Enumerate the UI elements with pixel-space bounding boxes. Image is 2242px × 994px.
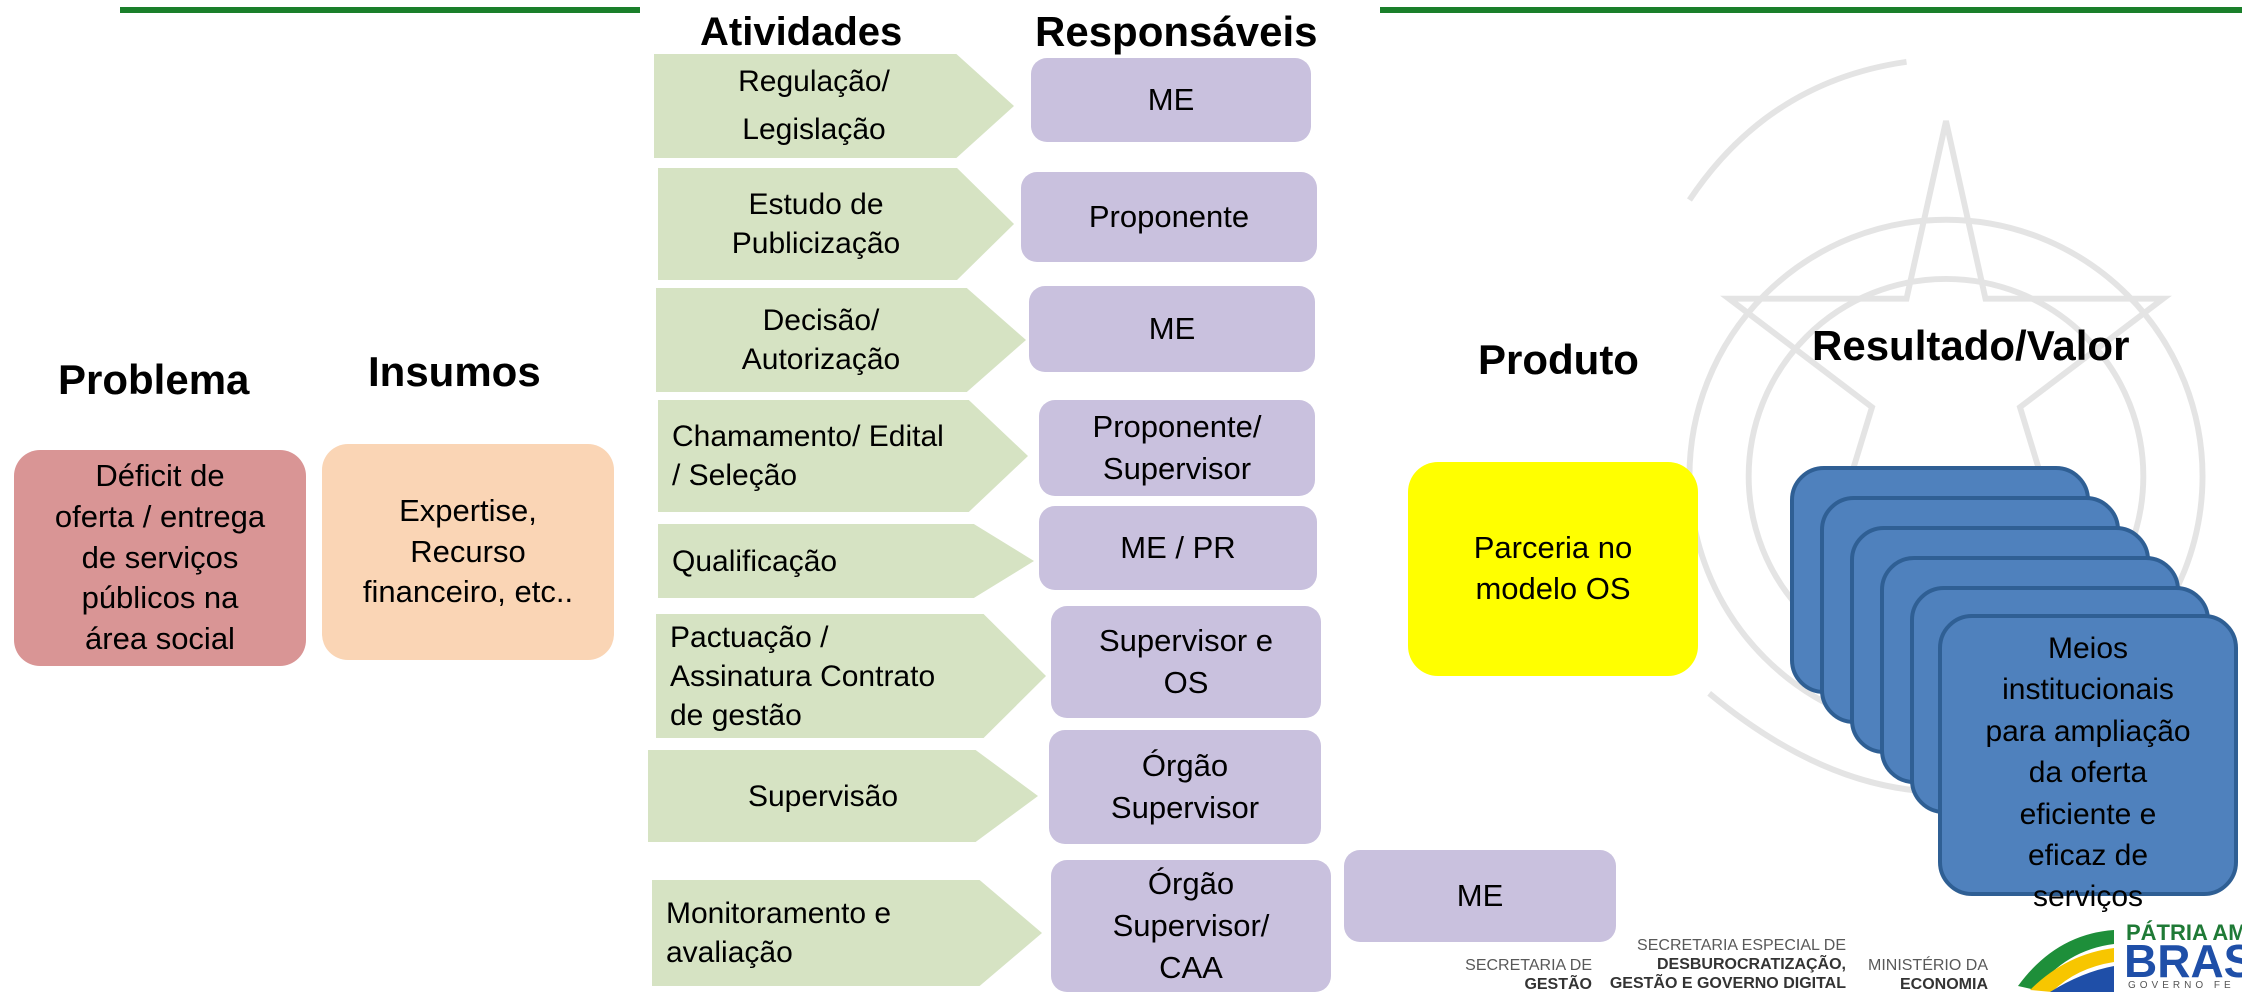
atividade-arrow: Qualificação <box>658 524 1034 598</box>
atividade-label: Pactuação / Assinatura Contrato de gestã… <box>670 620 936 732</box>
atividade-label: Supervisão <box>747 779 899 813</box>
footer-secretaria-gestao: SECRETARIA DE GESTÃO <box>1462 956 1592 994</box>
responsavel-label: ME <box>1147 81 1195 117</box>
extra-responsavel-label: ME <box>1456 877 1504 913</box>
responsavel-box: Proponente/ Supervisor <box>1039 400 1315 496</box>
footer-line: MINISTÉRIO DA <box>1867 957 1988 974</box>
footer-line: DESBUROCRATIZAÇÃO, <box>1656 956 1846 974</box>
responsavel-label: Proponente <box>1088 198 1250 234</box>
atividade-arrow: Estudo de Publicização <box>658 168 1014 280</box>
footer-line: ECONOMIA <box>1900 976 1988 994</box>
produto-text: Parceria no modelo OS <box>1473 530 1633 606</box>
heading-atividades: Atividades <box>700 10 903 54</box>
footer-ministerio: MINISTÉRIO DA ECONOMIA <box>1858 956 1988 994</box>
footer-line: GESTÃO E GOVERNO DIGITAL <box>1609 975 1846 993</box>
heading-resultado: Resultado/Valor <box>1812 322 2130 369</box>
footer-line: SECRETARIA DE <box>1465 957 1592 974</box>
responsavel-label: ME <box>1148 310 1196 346</box>
produto-box: Parceria no modelo OS <box>1408 462 1698 676</box>
heading-problema: Problema <box>58 356 250 403</box>
responsavel-box: Órgão Supervisor <box>1049 730 1321 844</box>
footer-line: GESTÃO <box>1524 976 1592 994</box>
responsavel-label: Órgão Supervisor/ CAA <box>1112 865 1270 986</box>
atividade-label: Monitoramento e avaliação <box>666 897 892 969</box>
responsavel-box: Supervisor e OS <box>1051 606 1321 718</box>
atividade-label: Decisão/ Autorização <box>741 304 901 376</box>
extra-responsavel-box: ME <box>1344 850 1616 942</box>
responsavel-box: ME / PR <box>1039 506 1317 590</box>
atividade-label: Estudo de Publicização <box>731 188 901 260</box>
atividade-arrow: Pactuação / Assinatura Contrato de gestã… <box>656 614 1046 738</box>
heading-responsaveis: Responsáveis <box>1035 8 1318 55</box>
logo-line1: PÁTRIA AM <box>2126 920 2242 945</box>
insumos-text: Expertise, Recurso financeiro, etc.. <box>362 492 574 610</box>
responsavel-label: ME / PR <box>1120 529 1236 565</box>
heading-produto: Produto <box>1478 336 1639 383</box>
responsavel-box: Órgão Supervisor/ CAA <box>1051 860 1331 992</box>
responsavel-label: Proponente/ Supervisor <box>1092 408 1262 486</box>
atividade-arrow: Decisão/ Autorização <box>656 288 1026 392</box>
resultado-card: Meios institucionais para ampliação da o… <box>1938 614 2238 913</box>
atividade-arrow: Supervisão <box>648 750 1038 842</box>
problema-text: Déficit de oferta / entrega de serviços … <box>54 457 266 657</box>
footer-secretaria-especial: SECRETARIA ESPECIAL DE DESBUROCRATIZAÇÃO… <box>1606 936 1846 994</box>
atividade-label: Qualificação <box>672 544 838 578</box>
footer-line: SECRETARIA ESPECIAL DE <box>1637 937 1846 954</box>
brasil-logo: PÁTRIA AM BRAS GOVERNO FE <box>2016 920 2242 992</box>
heading-insumos: Insumos <box>368 348 541 395</box>
atividade-label: Chamamento/ Edital / Seleção <box>672 420 944 492</box>
flag-swoosh-icon <box>2018 930 2114 992</box>
responsavel-label: Órgão Supervisor <box>1110 747 1260 825</box>
problema-box: Déficit de oferta / entrega de serviços … <box>14 450 306 666</box>
atividade-label: Regulação/ Legislação <box>738 65 890 146</box>
responsavel-label: Supervisor e OS <box>1098 622 1274 700</box>
insumos-box: Expertise, Recurso financeiro, etc.. <box>322 444 614 660</box>
responsavel-box: Proponente <box>1021 172 1317 262</box>
logo-line3: GOVERNO FE <box>2128 980 2235 991</box>
resultado-text: Meios institucionais para ampliação da o… <box>1985 632 2191 914</box>
responsavel-box: ME <box>1029 286 1315 372</box>
atividade-arrow: Monitoramento e avaliação <box>652 880 1042 986</box>
logo-line2: BRAS <box>2124 935 2242 987</box>
top-rule-gap <box>640 5 1380 15</box>
atividade-arrow: Chamamento/ Edital / Seleção <box>658 400 1028 512</box>
responsavel-box: ME <box>1031 58 1311 142</box>
atividade-arrow: Regulação/ Legislação <box>654 54 1014 158</box>
